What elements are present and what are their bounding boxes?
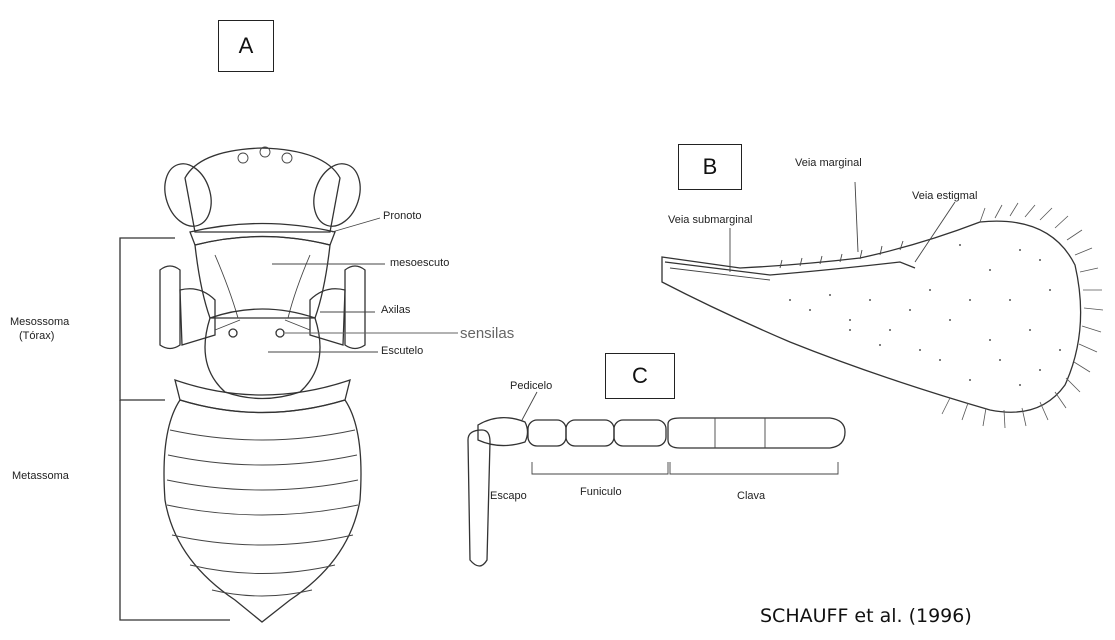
label-pronoto: Pronoto [383,210,422,223]
label-metassoma: Metassoma [12,470,69,483]
label-sensilas: sensilas [460,325,514,342]
leader-lines-c [522,392,838,474]
insect-body-drawing [157,147,368,622]
panel-label-a: A [218,20,274,72]
label-escutelo: Escutelo [381,345,423,358]
label-veia-submarginal: Veia submarginal [668,214,752,227]
label-pedicelo: Pedicelo [510,380,552,393]
panel-label-c: C [605,353,675,399]
label-axilas: Axilas [381,304,410,317]
label-torax: (Tórax) [19,330,54,343]
panel-label-b: B [678,144,742,190]
wing-drawing [662,203,1103,428]
body-region-brackets [120,238,230,620]
label-veia-estigmal: Veia estigmal [912,190,977,203]
label-funiculo: Funiculo [580,486,622,499]
label-veia-marginal: Veia marginal [795,157,862,170]
source-credit: SCHAUFF et al. (1996) [760,605,972,627]
label-clava: Clava [737,490,765,503]
label-escapo: Escapo [490,490,527,503]
label-mesossoma: Mesossoma [10,316,69,329]
label-mesoescuto: mesoescuto [390,257,449,270]
